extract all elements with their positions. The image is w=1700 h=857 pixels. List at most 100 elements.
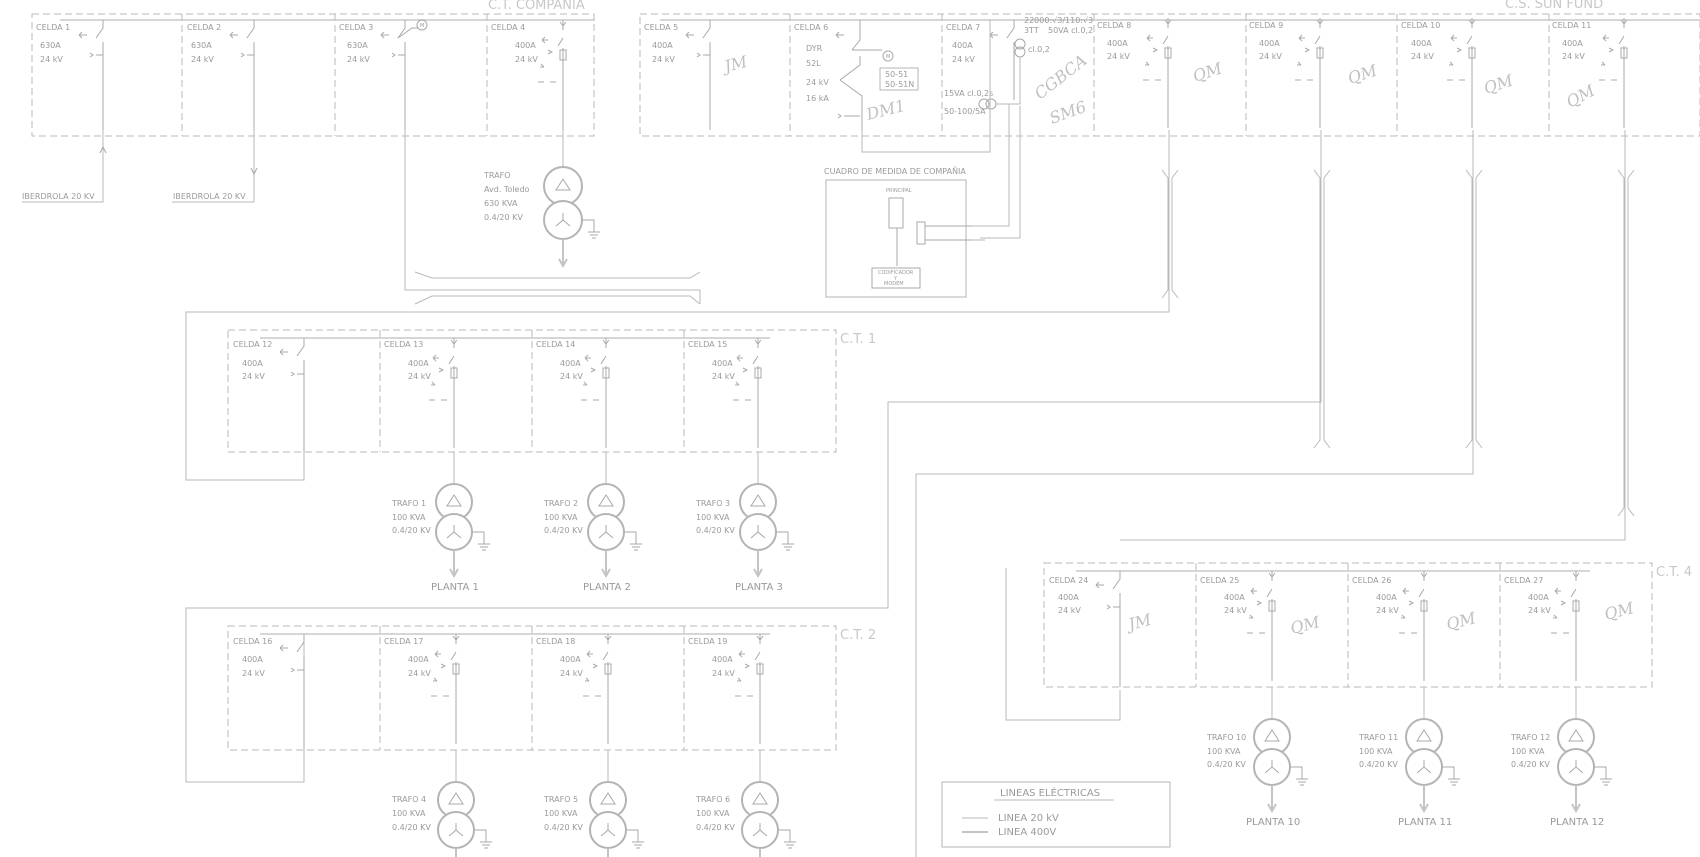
svg-text:TRAFO 3: TRAFO 3 [695, 499, 730, 508]
legend: LINEAS ELÉCTRICAS LINEA 20 kV LINEA 400V [941, 781, 1171, 848]
svg-text:CELDA 16: CELDA 16 [233, 637, 272, 646]
celda-17: CELDA 17 400A 24 kV [384, 637, 431, 678]
header-ct-compania: C.T. COMPAÑIA [488, 0, 585, 13]
cell-spec: 24 kV [952, 55, 975, 64]
header-ct1: C.T. 1 [840, 332, 876, 347]
svg-text:400A: 400A [1528, 593, 1549, 602]
svg-text:24 kV: 24 kV [712, 372, 735, 381]
svg-text:100 KVA: 100 KVA [1511, 747, 1545, 756]
svg-text:400A: 400A [1224, 593, 1245, 602]
planta-1-label: PLANTA 1 [431, 582, 479, 593]
cell-spec: 400A [952, 41, 973, 50]
celda-5: CELDA 5 400A 24 kV [644, 23, 678, 64]
svg-text:400A: 400A [408, 655, 429, 664]
svg-text:100 KVA: 100 KVA [1359, 747, 1393, 756]
cell-spec: 630A [347, 41, 368, 50]
svg-text:22000:√3/110:√3: 22000:√3/110:√3 [1024, 16, 1093, 25]
svg-text:QM: QM [1190, 58, 1225, 85]
svg-text:cl.0,2: cl.0,2 [1028, 45, 1050, 54]
svg-text:CGBCA: CGBCA [1031, 51, 1091, 103]
legend-item-20kv: LINEA 20 kV [998, 813, 1059, 824]
svg-text:400A: 400A [1058, 593, 1079, 602]
svg-text:TRAFO 4: TRAFO 4 [391, 795, 426, 804]
svg-text:0.4/20 KV: 0.4/20 KV [1207, 760, 1246, 769]
main-trafo: TRAFO Avd. Toledo 630 KVA 0.4/20 KV [483, 130, 600, 269]
cell-name: CELDA 2 [187, 23, 221, 32]
motor-symbol-celda6: M [886, 54, 890, 60]
svg-text:Y: Y [893, 276, 898, 282]
feed-line-1 [22, 130, 104, 203]
cell-name: CELDA 6 [794, 23, 828, 32]
svg-text:TRAFO 2: TRAFO 2 [543, 499, 578, 508]
cell-name: CELDA 11 [1552, 21, 1591, 30]
svg-text:TRAFO: TRAFO [483, 171, 511, 180]
svg-text:100 KVA: 100 KVA [696, 809, 730, 818]
svg-text:24 kV: 24 kV [560, 372, 583, 381]
cell-spec: 400A [1411, 39, 1432, 48]
cell-spec: 400A [1562, 39, 1583, 48]
celda-6: CELDA 6 DYR 52L 24 kV 16 kA [794, 23, 829, 103]
celda7-measurement: 22000:√3/110:√3 3TT 50VA cl.0,2 cl.0,2 1… [944, 16, 1093, 239]
relay-box: 50-51 50-51N [879, 67, 919, 91]
svg-text:0.4/20 KV: 0.4/20 KV [1359, 760, 1398, 769]
cell-spec: 24 kV [347, 55, 370, 64]
header-ct2: C.T. 2 [840, 628, 876, 643]
cell-spec: 400A [515, 41, 536, 50]
celda-18: CELDA 18 400A 24 kV [536, 637, 583, 678]
planta-3-label: PLANTA 3 [735, 582, 783, 593]
legend-title: LINEAS ELÉCTRICAS [1000, 786, 1100, 799]
svg-text:PRINCIPAL: PRINCIPAL [886, 188, 912, 194]
ct1-switch-symbols [279, 337, 762, 452]
motor-symbol-celda3: M [420, 23, 424, 29]
legend-item-400v: LINEA 400V [998, 827, 1056, 838]
celda-16: CELDA 16 400A 24 kV [233, 637, 272, 678]
celda6-7-link [861, 20, 991, 153]
celda-27: CELDA 27 400A 24 kV [1504, 576, 1551, 615]
svg-text:CELDA 24: CELDA 24 [1049, 576, 1088, 585]
svg-text:24 kV: 24 kV [408, 372, 431, 381]
svg-text:0.4/20 KV: 0.4/20 KV [392, 526, 431, 535]
svg-text:400A: 400A [560, 359, 581, 368]
svg-text:Avd. Toledo: Avd. Toledo [484, 185, 530, 194]
svg-text:630 KVA: 630 KVA [484, 199, 518, 208]
feed-label-1: IBERDROLA 20 KV [22, 192, 95, 201]
svg-text:24 kV: 24 kV [1376, 606, 1399, 615]
svg-text:0.4/20 KV: 0.4/20 KV [544, 823, 583, 832]
svg-text:TRAFO 1: TRAFO 1 [391, 499, 426, 508]
svg-text:24 kV: 24 kV [242, 669, 265, 678]
ct2-frames [227, 625, 837, 751]
svg-text:CELDA 13: CELDA 13 [384, 340, 423, 349]
svg-text:400A: 400A [712, 359, 733, 368]
celda-25: CELDA 25 400A 24 kV [1200, 576, 1247, 615]
celda-10: CELDA 10 400A 24 kV [1401, 21, 1440, 61]
cell-spec: 24 kV [40, 55, 63, 64]
svg-text:JM: JM [719, 52, 749, 77]
cell-spec: 24 kV [1411, 52, 1434, 61]
svg-text:MODEM: MODEM [884, 281, 904, 287]
celda-11: CELDA 11 400A 24 kV [1552, 21, 1591, 61]
cell-spec: 52L [806, 59, 821, 68]
trafos-ct4: TRAFO 10 100 KVA 0.4/20 KV TRAFO 11 100 … [1206, 687, 1613, 828]
ct4-switch-symbols [1095, 570, 1580, 687]
svg-text:15VA cl.0,2s: 15VA cl.0,2s [944, 89, 993, 98]
ct4-frames [1043, 562, 1653, 688]
cell-spec: 16 kA [806, 94, 829, 103]
svg-text:0.4/20 KV: 0.4/20 KV [696, 526, 735, 535]
svg-text:QM: QM [1563, 81, 1599, 112]
feed-line-2 [172, 130, 255, 203]
svg-text:400A: 400A [560, 655, 581, 664]
celda-13: CELDA 13 400A 24 kV [384, 340, 431, 381]
top-row-frames [31, 13, 1700, 137]
svg-text:50VA cl.0,2: 50VA cl.0,2 [1048, 26, 1093, 35]
cell-name: CELDA 3 [339, 23, 373, 32]
svg-text:100 KVA: 100 KVA [544, 809, 578, 818]
feed-label-2: IBERDROLA 20 KV [173, 192, 246, 201]
svg-text:100 KVA: 100 KVA [696, 513, 730, 522]
celda-1: CELDA 1 630A 24 kV [36, 23, 70, 64]
svg-text:CELDA 19: CELDA 19 [688, 637, 727, 646]
cell-name: CELDA 7 [946, 23, 980, 32]
celda-26: CELDA 26 400A 24 kV [1352, 576, 1399, 615]
svg-text:24 kV: 24 kV [1058, 606, 1081, 615]
celda-4: CELDA 4 400A 24 kV [491, 23, 538, 64]
svg-text:400A: 400A [408, 359, 429, 368]
